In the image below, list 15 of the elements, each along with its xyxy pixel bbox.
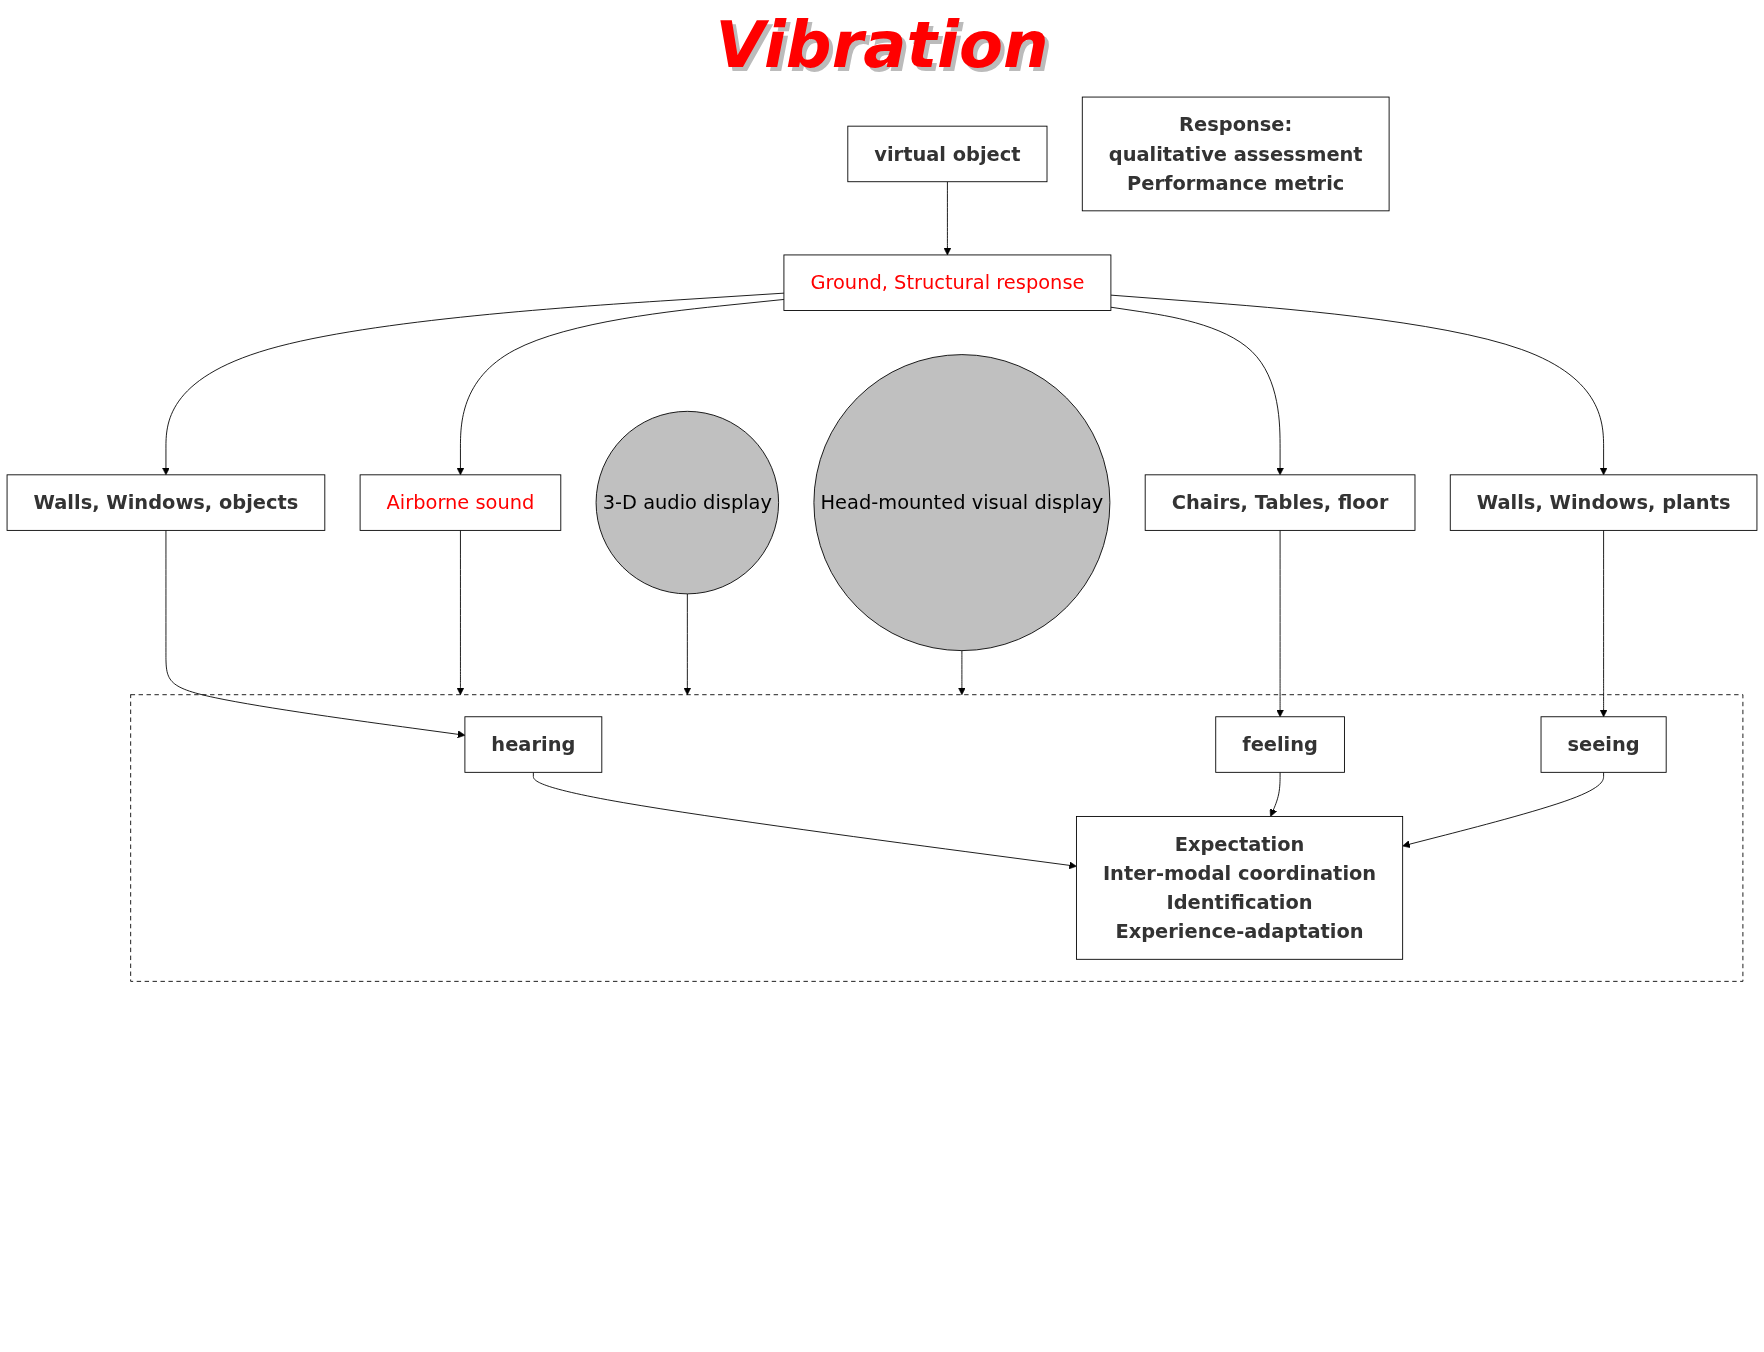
node-box: Expectation Inter-modal coordination Identification Experience-adaptation xyxy=(1076,816,1404,960)
node-box: virtual object xyxy=(847,125,1048,183)
node-box: Walls, Windows, objects xyxy=(6,474,326,531)
node-circle: Head-mounted visual display xyxy=(813,354,1111,652)
cluster xyxy=(130,694,1744,982)
node-box: Airborne sound xyxy=(359,474,562,531)
node-box: seeing xyxy=(1540,716,1667,773)
node-box: Ground, Structural response xyxy=(783,254,1112,311)
node-box: hearing xyxy=(464,716,603,773)
node-box: feeling xyxy=(1215,716,1345,773)
wordart-label: Vibration xyxy=(715,8,1049,82)
node-box: Chairs, Tables, floor xyxy=(1144,474,1416,531)
node-circle: 3-D audio display xyxy=(595,410,780,595)
node-box: Walls, Windows, plants xyxy=(1449,474,1758,531)
node-box: Response: qualitative assessment Performance metric xyxy=(1081,96,1390,212)
